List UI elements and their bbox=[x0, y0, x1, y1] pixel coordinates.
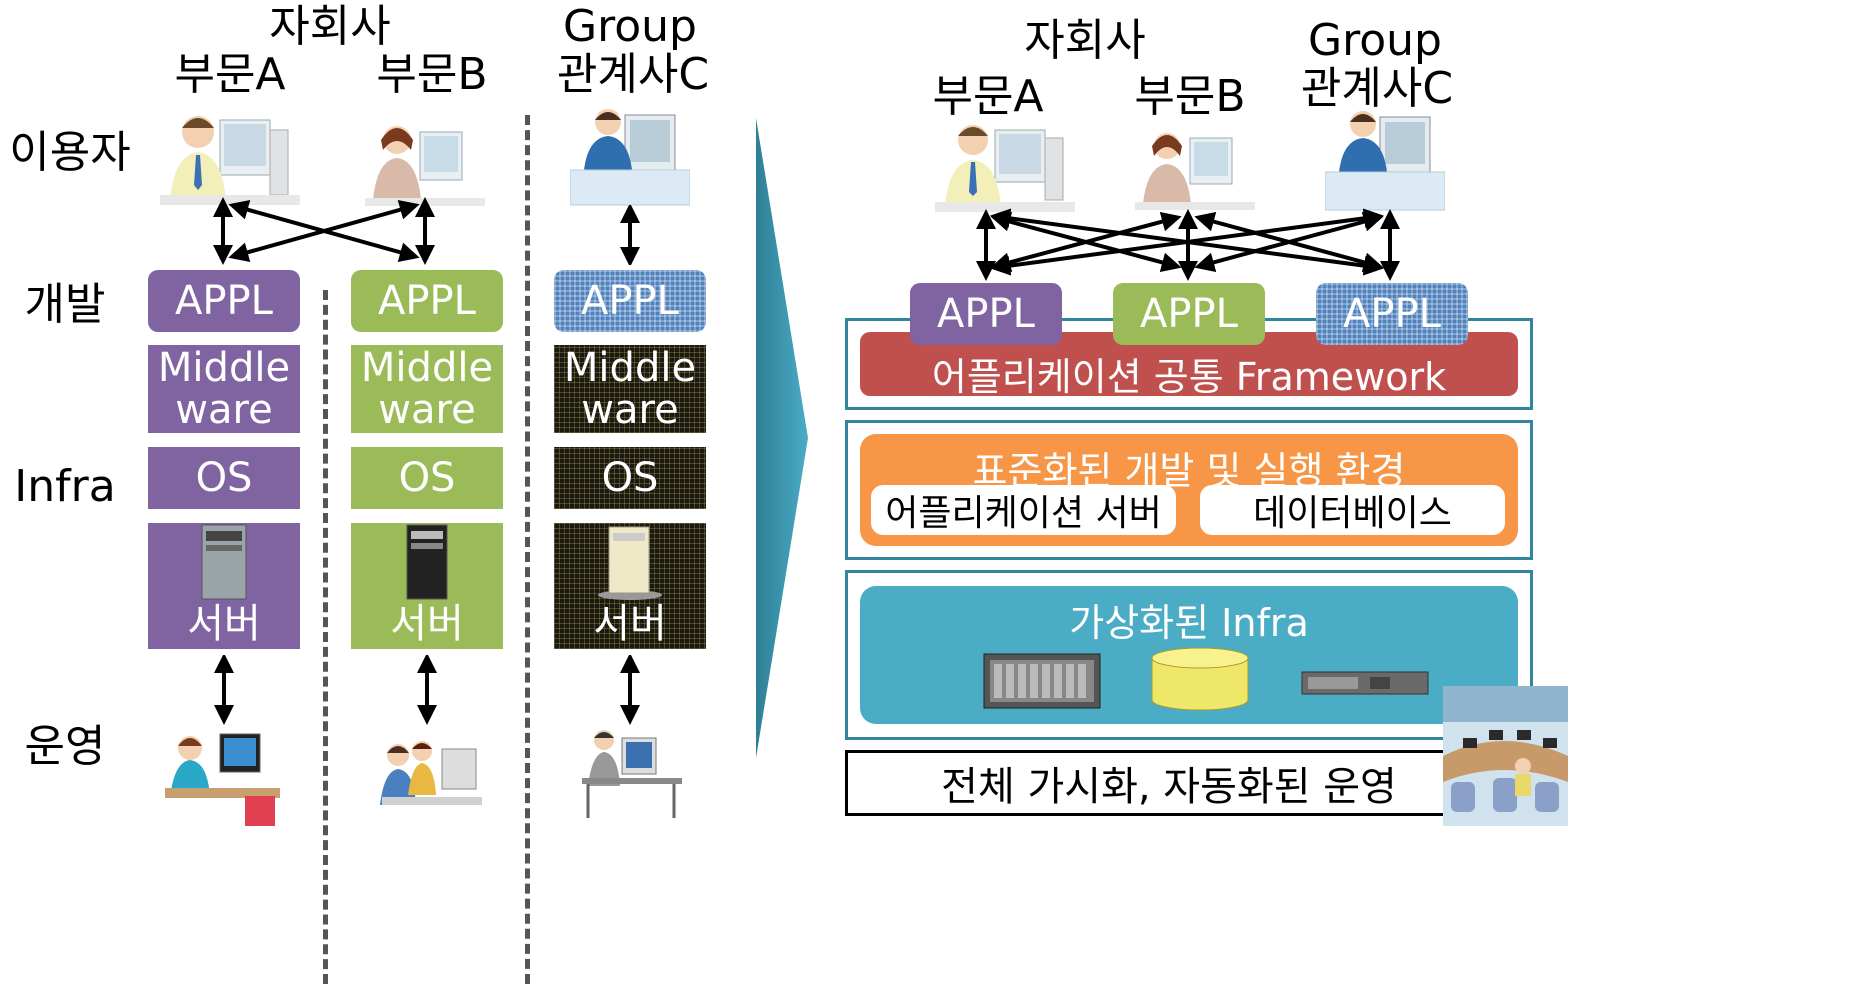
row-label-user: 이용자 bbox=[9, 127, 131, 178]
transition-chevron-arrow bbox=[756, 118, 808, 758]
row-label-ops: 운영 bbox=[24, 721, 106, 772]
right-appl-b: APPL bbox=[1113, 283, 1265, 345]
ops-b-illustration bbox=[380, 741, 482, 805]
right-user-appl-arrows bbox=[976, 208, 1400, 281]
left-server-ops-arrows bbox=[214, 655, 640, 725]
app-server-box: 어플리케이션 서버 bbox=[871, 485, 1176, 535]
database-box: 데이터베이스 bbox=[1200, 485, 1505, 535]
server-tower-icon bbox=[598, 526, 662, 600]
col-a-server: 서버 bbox=[148, 523, 300, 649]
server-tower-icon bbox=[406, 524, 448, 600]
right-affiliate-c-label: 관계사C bbox=[1300, 63, 1454, 114]
ops-c-illustration bbox=[582, 730, 682, 818]
right-dept-a-label: 부문A bbox=[932, 71, 1044, 122]
left-user-appl-arrows bbox=[213, 197, 435, 265]
left-user-c-arrow bbox=[620, 205, 640, 265]
ops-a-illustration bbox=[165, 733, 280, 826]
col-b-os: OS bbox=[351, 447, 503, 509]
server-tower-icon bbox=[201, 524, 247, 600]
left-subsidiary-header: 자회사 bbox=[269, 1, 391, 52]
right-subsidiary-header: 자회사 bbox=[1024, 15, 1146, 66]
separator-a-b bbox=[323, 290, 328, 984]
right-appl-a: APPL bbox=[910, 283, 1062, 345]
col-c-server: 서버 bbox=[554, 523, 706, 649]
blade-server-icon bbox=[983, 653, 1101, 709]
right-appl-c: APPL bbox=[1316, 283, 1468, 345]
separator-b-c bbox=[525, 115, 530, 984]
user-a-illustration bbox=[160, 116, 300, 205]
right-user-a-illustration bbox=[935, 125, 1075, 212]
unified-ops-box: 전체 가시화, 자동화된 운영 bbox=[845, 750, 1533, 816]
row-label-dev: 개발 bbox=[24, 279, 106, 330]
left-dept-a-label: 부문A bbox=[174, 49, 286, 100]
control-room-illustration bbox=[1443, 686, 1568, 826]
col-b-appl: APPL bbox=[351, 270, 503, 332]
user-c-illustration bbox=[570, 109, 690, 206]
col-a-appl: APPL bbox=[148, 270, 300, 332]
right-user-c-illustration bbox=[1325, 111, 1445, 211]
col-c-os: OS bbox=[554, 447, 706, 509]
storage-cylinder-icon bbox=[1151, 647, 1249, 711]
col-a-os: OS bbox=[148, 447, 300, 509]
right-user-b-illustration bbox=[1135, 133, 1255, 210]
left-dept-b-label: 부문B bbox=[376, 49, 488, 100]
left-affiliate-c-label: 관계사C bbox=[556, 49, 710, 100]
col-c-appl: APPL bbox=[554, 270, 706, 332]
row-label-infra: Infra bbox=[14, 461, 116, 512]
rack-server-icon bbox=[1301, 671, 1429, 695]
right-dept-b-label: 부문B bbox=[1134, 71, 1246, 122]
right-group-header: Group bbox=[1308, 15, 1442, 66]
col-b-server: 서버 bbox=[351, 523, 503, 649]
left-group-header: Group bbox=[563, 1, 697, 52]
